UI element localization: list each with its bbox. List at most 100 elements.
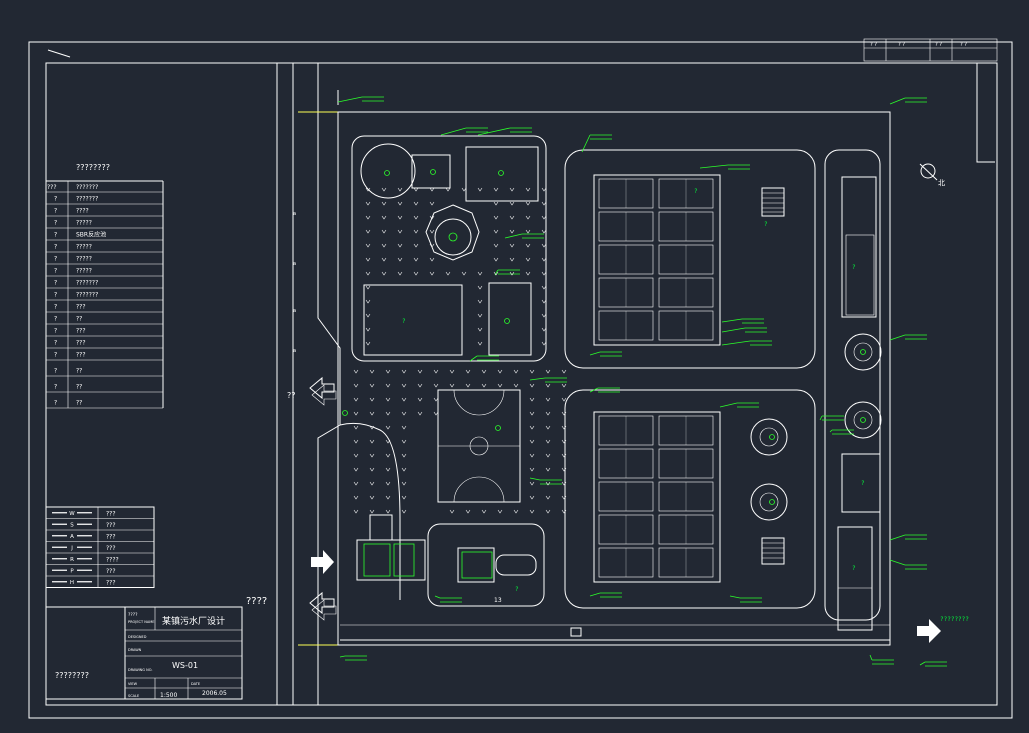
dosing-room	[457, 547, 495, 583]
legend-row-name: ???	[76, 352, 86, 359]
lab-building	[488, 282, 532, 356]
secondary-clarifier	[750, 483, 788, 521]
clarifier-center	[759, 427, 779, 447]
stair-grid	[761, 187, 785, 217]
designed-label: DESIGNED	[128, 635, 147, 639]
gate-post	[570, 627, 582, 637]
building-tag: ?	[852, 565, 856, 572]
line-legend-name: ???	[106, 568, 116, 575]
drawing-no: WS-01	[172, 661, 198, 670]
building-tag: ?	[515, 586, 519, 593]
date-label: DATE	[191, 682, 200, 686]
line-legend-code: P	[70, 568, 74, 574]
revision-cell: ? ?	[935, 42, 942, 48]
court-key-bottom	[453, 476, 505, 503]
legend-row-name: ??	[76, 400, 82, 407]
sbr-reactor-south	[593, 411, 721, 583]
disinfection-tank	[837, 526, 873, 631]
legend-row-no: ?	[54, 196, 57, 203]
gas-room	[411, 154, 451, 189]
line-legend-code: H	[70, 580, 74, 586]
line-legend-name: ????	[106, 556, 119, 563]
legend-row-name: ???????	[76, 292, 98, 299]
gate-label: ??	[287, 391, 296, 400]
sheet-outer-border	[28, 41, 1013, 719]
legend-row-name: ?????	[76, 244, 92, 251]
coordinate-callouts	[337, 96, 947, 667]
court-key-top	[453, 389, 505, 416]
garden-path	[339, 422, 401, 600]
legend-row-no: ?	[54, 304, 57, 311]
east-pretreatment-strip	[824, 149, 881, 621]
legend-row-no: ?	[54, 328, 57, 335]
legend-row-no: ?	[54, 316, 57, 323]
sheet-inner-border	[45, 62, 998, 706]
project-label: ????	[128, 612, 138, 618]
legend-row-name: ???	[76, 340, 86, 347]
line-legend-code: A	[70, 534, 74, 540]
scale-value: 1:500	[160, 692, 177, 699]
line-legend-name: ???	[106, 545, 116, 552]
line-legend-code: S	[70, 522, 74, 528]
view-label: VIEW	[128, 682, 138, 686]
drawing-no-label: DRAWING NO.	[128, 668, 152, 672]
legend-row-no: ?	[54, 256, 57, 263]
legend-row-no: ?	[54, 208, 57, 215]
road-marker: a	[293, 348, 296, 354]
legend-row-no: ?	[54, 400, 57, 407]
digester-tank	[360, 143, 416, 199]
sbr-reactor-north	[593, 174, 721, 346]
sbr-zone-south	[564, 389, 816, 609]
legend-row-no: ?	[54, 244, 57, 251]
north-label: 北	[938, 179, 945, 187]
building-tag: ?	[764, 221, 768, 228]
line-legend-name: ???	[106, 522, 116, 529]
sheet-corner-mark	[47, 49, 71, 58]
revision-cell: ? ?	[960, 42, 967, 48]
legend-row-no: ?	[54, 340, 57, 347]
blower-unit	[393, 543, 415, 577]
building-tag: ?	[852, 264, 856, 271]
oxidation-tank	[425, 204, 480, 261]
line-legend-name: ???	[106, 533, 116, 540]
building-tag: ?	[861, 480, 865, 487]
line-legend-name: ???	[106, 510, 116, 517]
legend-row-name: ???	[76, 328, 86, 335]
oxidation-tank-inner	[434, 218, 472, 256]
scale-label: SCALE	[128, 694, 139, 698]
outflow-arrow-icon	[917, 619, 941, 643]
primary-clarifier	[844, 333, 882, 371]
marker-dot	[504, 318, 510, 324]
legend-row-name: ????	[76, 208, 89, 215]
pump-station	[841, 453, 881, 513]
grit-chamber	[841, 176, 877, 318]
legend-row-name: ??	[76, 368, 82, 375]
green-markers	[342, 169, 866, 505]
pump-house-small	[369, 514, 393, 541]
legend-row-name: ???????	[76, 196, 98, 203]
drawn-label: DRAWN	[128, 648, 142, 652]
building-legend-table: ??????????????????????????????SBR反应池????…	[46, 180, 164, 409]
blower-unit	[363, 543, 391, 577]
road-marker: a	[293, 261, 296, 267]
legend-row-name: ?????	[76, 256, 92, 263]
pipeline-legend-table: W???S???A???J???R????P???H???	[45, 506, 155, 588]
legend-row-name: SBR反应池	[76, 231, 106, 239]
legend-row-no: ?	[54, 220, 57, 227]
sludge-building	[465, 146, 539, 202]
line-legend-code: J	[70, 545, 73, 551]
primary-clarifier	[844, 401, 882, 439]
blower-house	[356, 539, 426, 581]
legend-row-name: ??	[76, 384, 82, 391]
legend-row-no: ?	[54, 384, 57, 391]
dosing-tank	[495, 554, 537, 576]
inflow-arrow-icon	[311, 550, 334, 574]
primary-clarifier-center	[853, 342, 873, 362]
legend-row-name: ???	[76, 304, 86, 311]
site-road	[292, 63, 890, 705]
road-marker: a	[293, 211, 296, 217]
legend-row-name: ?????	[76, 220, 92, 227]
sbr-reactor-cells	[598, 178, 714, 578]
title-block: ???? PROJECT NAME 某镇污水厂设计 DESIGNED DRAWN…	[45, 606, 243, 700]
